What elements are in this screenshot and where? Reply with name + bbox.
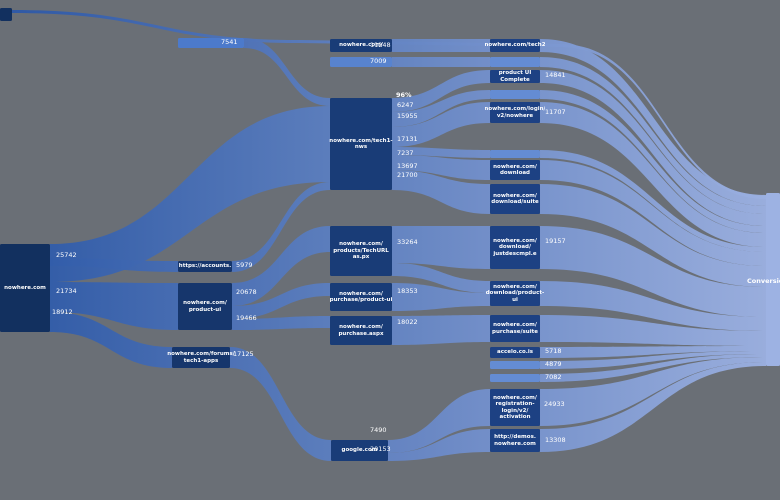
node-registration[interactable] (490, 389, 540, 426)
flow-root-accounts[interactable] (50, 258, 178, 272)
flow-products-justdescmpl[interactable] (392, 226, 490, 269)
flow-purchasesuite-conv[interactable] (540, 315, 766, 346)
node-google[interactable] (331, 440, 388, 461)
node-conversion[interactable] (766, 193, 780, 366)
flow-download-conv[interactable] (540, 160, 766, 266)
node-accelo[interactable] (490, 347, 540, 358)
flow-downloadsuite-conv[interactable] (540, 184, 766, 287)
flow-tech1nws-rbar2[interactable] (392, 90, 490, 127)
flow-root-productui[interactable] (50, 282, 178, 330)
node-login[interactable] (490, 102, 540, 123)
flow-products-downloadproductui[interactable] (392, 263, 490, 293)
flow-purchaseproductui-downloadproductui[interactable] (392, 283, 490, 311)
node-purchase-suite[interactable] (490, 315, 540, 342)
node-download-justdescmpl[interactable] (490, 226, 540, 269)
flow-accounts-tech1nws[interactable] (232, 182, 330, 272)
flow-home-tech2[interactable] (392, 39, 490, 52)
node-download-product-ui[interactable] (490, 281, 540, 306)
node-download-suite[interactable] (490, 184, 540, 214)
node-r-bar-4[interactable] (490, 361, 540, 369)
node-r-bar-3[interactable] (490, 150, 540, 158)
flow-tech1nws-download[interactable] (392, 155, 490, 180)
flow-homebar-rbar1[interactable] (392, 57, 490, 67)
flow-rbar1-conv[interactable] (540, 57, 766, 214)
node-demos[interactable] (490, 429, 540, 452)
flow-google-demos[interactable] (388, 429, 490, 461)
flow-login-conv[interactable] (540, 102, 766, 247)
flow-root-forums[interactable] (50, 312, 172, 368)
flow-origin-a (12, 10, 300, 43)
flow-productui-purchaseaspx[interactable] (232, 316, 330, 330)
node-home[interactable] (330, 39, 392, 52)
flow-puic-conv[interactable] (540, 70, 766, 226)
flow-registration-conv[interactable] (540, 357, 766, 426)
flow-google-registration[interactable] (388, 389, 490, 453)
node-home-bar[interactable] (330, 57, 392, 67)
flow-productui-products[interactable] (232, 226, 330, 306)
node-accounts[interactable] (178, 261, 232, 272)
flow-accelo-conv[interactable] (540, 346, 766, 358)
flow-downloadproductui-conv[interactable] (540, 281, 766, 331)
node-forums[interactable] (172, 347, 230, 368)
flow-layer (12, 10, 766, 461)
flow-tech1nws-login[interactable] (392, 102, 490, 147)
flow-purchaseaspx-purchasesuite[interactable] (392, 315, 490, 345)
flow-origin-c (560, 44, 766, 199)
node-products[interactable] (330, 226, 392, 276)
flow-demos-conv[interactable] (540, 362, 766, 452)
node-direct-bar[interactable] (178, 38, 244, 48)
flow-rbar4-conv[interactable] (540, 351, 766, 369)
node-download[interactable] (490, 160, 540, 180)
flow-productui-purchaseproductui[interactable] (232, 283, 330, 319)
flow-direct-tech1nws[interactable] (244, 38, 330, 106)
flow-tech2-conv[interactable] (540, 39, 766, 206)
node-r-bar-2[interactable] (490, 90, 540, 99)
flow-tech1nws-downloadsuite[interactable] (392, 170, 490, 214)
node-origin-dot[interactable] (0, 8, 12, 21)
flow-tech1nws-puic[interactable] (392, 70, 490, 112)
node-product-ui[interactable] (178, 283, 232, 330)
flow-rbar3-conv[interactable] (540, 150, 766, 252)
node-tech1-nws[interactable] (330, 98, 392, 190)
node-product-ui-complete[interactable] (490, 70, 540, 83)
node-r-bar-5[interactable] (490, 374, 540, 382)
flow-rbar2-conv[interactable] (540, 90, 766, 233)
flow-rbar5-conv[interactable] (540, 354, 766, 382)
node-tech2[interactable] (490, 39, 540, 52)
node-r-bar-1[interactable] (490, 57, 540, 67)
flow-root-tech1nws[interactable] (50, 106, 330, 282)
flow-tech1nws-rbar3[interactable] (392, 147, 490, 158)
flow-forums-google[interactable] (230, 347, 331, 461)
node-purchase-aspx[interactable] (330, 316, 392, 345)
node-layer (0, 8, 780, 461)
flow-justdescmpl-conv[interactable] (540, 226, 766, 317)
node-purchase-product-ui[interactable] (330, 283, 392, 311)
node-nowhere-com[interactable] (0, 244, 50, 332)
